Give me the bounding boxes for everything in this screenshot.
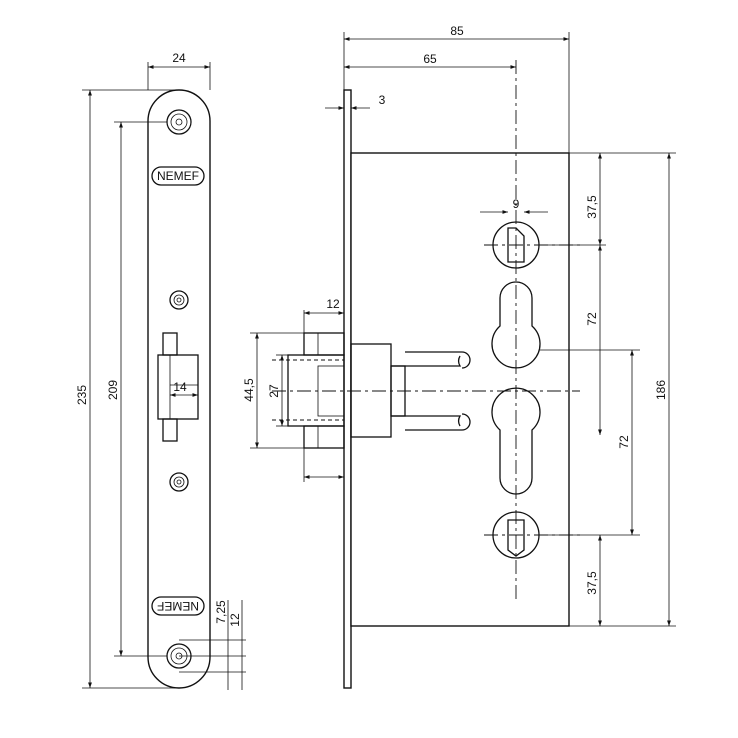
brand-logo-top: NEMEF [151,166,205,186]
upper-screw-icon [169,290,189,310]
brand-logo-top-text: NEMEF [157,169,199,183]
dim-screw-offset-a: 7,25 [214,600,228,624]
dim-faceplate-width: 24 [172,51,186,65]
dim-handle-spindle: 9 [513,197,520,211]
cylinder-cutout-upper [491,281,541,369]
dim-screw-spacing: 209 [106,380,120,400]
lower-screw-icon [169,472,189,492]
latch-slot [157,332,199,442]
dim-case-depth: 85 [450,24,464,38]
brand-logo-bottom-text: NEMEF [157,599,199,613]
dim-latch-width: 14 [173,380,187,394]
faceplate-dimensions: 24 235 209 14 7,25 12 [75,51,246,690]
body-dimensions: 85 65 3 9 37,5 72 72 37,5 186 [242,24,676,627]
brand-logo-bottom: NEMEF [151,596,205,616]
dim-bolt-height: 27 [267,384,281,398]
dim-faceplate-length: 235 [75,385,89,405]
cylinder-cutout-lower [491,387,541,495]
dim-top-to-handle: 37,5 [585,195,599,219]
dim-case-height: 186 [654,380,668,400]
dim-backset: 65 [423,52,437,66]
dim-latch-height: 44,5 [242,378,256,402]
dim-bottom-offset: 37,5 [585,571,599,595]
dim-cylinder-to-spindle: 72 [617,435,631,449]
dim-handle-to-cylinder: 72 [585,312,599,326]
lock-case [350,152,570,627]
dim-faceplate-thickness: 3 [379,93,386,107]
faceplate-view: NEMEF NEMEF [147,89,211,689]
dim-bolt-throw: 12 [326,297,340,311]
lock-body-view [272,60,580,689]
dim-screw-offset-b: 12 [228,613,242,627]
faceplate-side [343,89,352,689]
